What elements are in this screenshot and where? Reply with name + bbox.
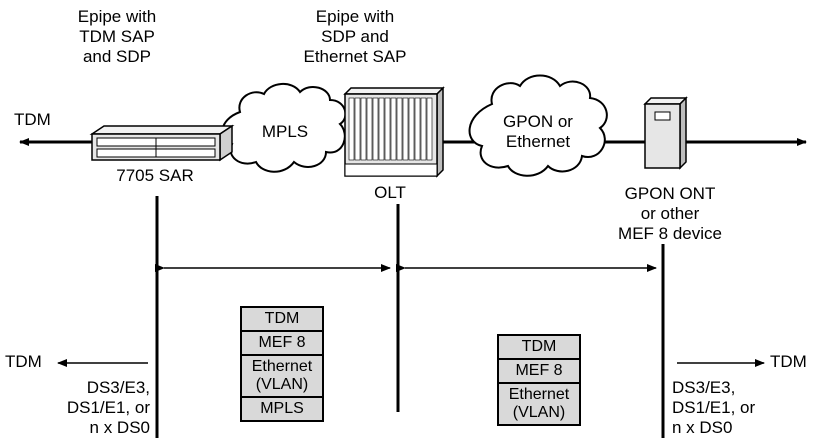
olt-card-slot (408, 97, 415, 161)
protocol-stack-right: TDM MEF 8 Ethernet (VLAN) (497, 334, 581, 426)
label-ds-right: DS3/E3, DS1/E1, or n x DS0 (672, 378, 792, 438)
gpon-ethernet-cloud (468, 74, 608, 177)
label-line: or other (640, 204, 700, 223)
olt-card-slot (366, 97, 373, 161)
stack-layer: TDM (242, 308, 322, 332)
label-line: DS1/E1, or (66, 398, 150, 417)
label-line: DS3/E3, (86, 378, 150, 397)
stack-layer: MPLS (260, 400, 304, 417)
label-tdm-bottom-right: TDM (770, 352, 807, 371)
label-line: DS1/E1, or (672, 398, 756, 417)
label-olt: OLT (374, 183, 406, 202)
olt-device (343, 86, 445, 178)
olt-card-slot (378, 97, 385, 161)
olt-card-slot (426, 97, 433, 161)
sar-device (89, 124, 235, 162)
stack-layer: Ethernet (VLAN) (242, 356, 322, 398)
olt-card-slot (420, 97, 427, 161)
label-line: Ethernet (505, 132, 571, 151)
olt-card-slot (348, 97, 355, 161)
label-line: TDM SAP (79, 27, 155, 46)
label-tdm-top: TDM (14, 110, 51, 129)
label-gpon-ont: GPON ONT or other MEF 8 device (605, 184, 735, 244)
label-line: and SDP (82, 47, 152, 66)
olt-card-slot (360, 97, 367, 161)
olt-card-slot (402, 97, 409, 161)
label-line: DS3/E3, (672, 378, 736, 397)
label-tdm-bottom-left: TDM (5, 352, 42, 371)
mpls-cloud (221, 83, 347, 173)
stack-layer: Ethernet (VLAN) (508, 386, 570, 421)
label-line: GPON or (503, 112, 573, 131)
stack-layer: MEF 8 (242, 332, 322, 356)
stack-layer: TDM (499, 336, 579, 360)
label-line: Epipe with (77, 7, 157, 26)
ont-device (643, 96, 688, 170)
protocol-stack-left: TDM MEF 8 Ethernet (VLAN) MPLS (240, 306, 324, 422)
stack-layer: MEF 8 (499, 360, 579, 384)
label-line: n x DS0 (89, 418, 150, 437)
olt-card-slot (396, 97, 403, 161)
label-line: Epipe with (315, 7, 395, 26)
label-line: Ethernet SAP (303, 47, 407, 66)
olt-card-slot (414, 97, 421, 161)
label-7705-sar: 7705 SAR (116, 166, 194, 185)
label-line: n x DS0 (672, 418, 733, 437)
label-line: MEF 8 device (618, 224, 722, 243)
label-ds-left: DS3/E3, DS1/E1, or n x DS0 (40, 378, 150, 438)
label-gpon-ethernet: GPON or Ethernet (488, 112, 588, 152)
olt-card-slot (372, 97, 379, 161)
label-line: SDP and (321, 27, 389, 46)
olt-card-slot (390, 97, 397, 161)
label-line: GPON ONT (624, 184, 716, 203)
olt-card-slot (384, 97, 391, 161)
label-epipe-sdp: Epipe with SDP and Ethernet SAP (290, 7, 420, 67)
olt-card-slot (354, 97, 361, 161)
label-epipe-tdm-sap: Epipe with TDM SAP and SDP (62, 7, 172, 67)
label-mpls: MPLS (261, 122, 309, 141)
